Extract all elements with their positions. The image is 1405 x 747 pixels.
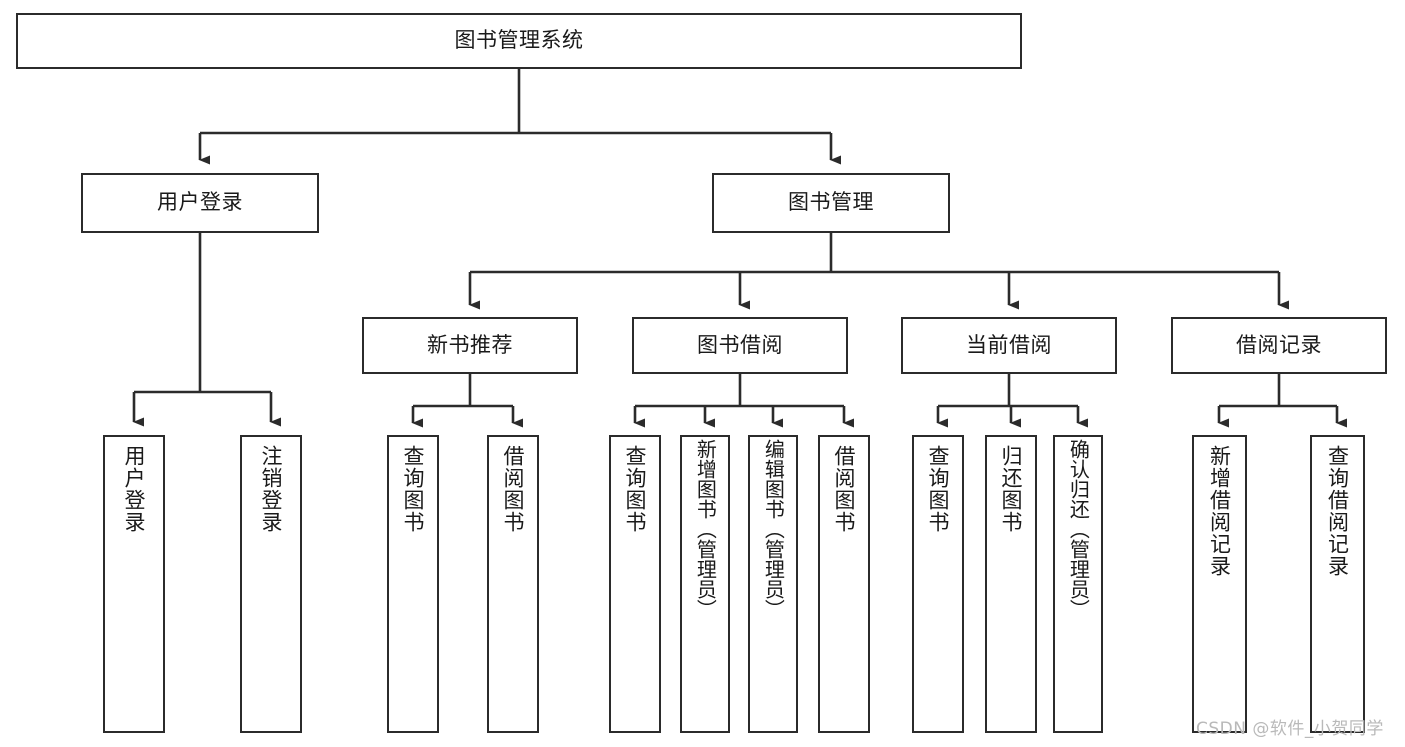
node-user-login[interactable]: 用户登录	[81, 173, 319, 233]
node-leaf-borrow-book-2-label: 借阅图书	[832, 445, 857, 533]
node-leaf-query-record-label: 查询借阅记录	[1325, 445, 1350, 577]
node-leaf-add-book[interactable]: 新增图书（管理员）	[680, 435, 730, 733]
node-leaf-add-book-label: 新增图书（管理员）	[693, 439, 718, 619]
node-leaf-edit-book-label: 编辑图书（管理员）	[761, 439, 786, 619]
node-leaf-query-book-2-label: 查询图书	[623, 445, 648, 533]
node-leaf-query-book-2[interactable]: 查询图书	[609, 435, 661, 733]
node-leaf-add-record[interactable]: 新增借阅记录	[1192, 435, 1247, 733]
edges-userlogin-to-leaves	[132, 233, 281, 427]
node-leaf-user-login-label: 用户登录	[122, 445, 147, 533]
edges-borrowrecord-to-leaves	[1217, 374, 1347, 428]
node-book-manage-label: 图书管理	[788, 190, 874, 215]
node-root-label: 图书管理系统	[454, 28, 584, 53]
node-leaf-query-book-1-label: 查询图书	[401, 445, 426, 533]
node-user-login-label: 用户登录	[157, 190, 243, 215]
node-book-manage[interactable]: 图书管理	[712, 173, 950, 233]
node-leaf-user-login[interactable]: 用户登录	[103, 435, 165, 733]
node-current-borrow-label: 当前借阅	[966, 332, 1052, 357]
node-leaf-borrow-book-2[interactable]: 借阅图书	[818, 435, 870, 733]
node-root[interactable]: 图书管理系统	[16, 13, 1022, 69]
edges-newbook-to-leaves	[411, 374, 523, 428]
node-leaf-query-book-3[interactable]: 查询图书	[912, 435, 964, 733]
node-leaf-edit-book[interactable]: 编辑图书（管理员）	[748, 435, 798, 733]
csdn-watermark: CSDN @软件_小贺同学	[1196, 719, 1384, 739]
node-current-borrow[interactable]: 当前借阅	[901, 317, 1117, 374]
node-leaf-borrow-book-1[interactable]: 借阅图书	[487, 435, 539, 733]
node-leaf-logout-label: 注销登录	[259, 445, 284, 533]
node-new-book-rec[interactable]: 新书推荐	[362, 317, 578, 374]
node-book-borrow-label: 图书借阅	[697, 332, 783, 357]
edges-bookmanage-to-level3	[468, 233, 1289, 310]
node-leaf-confirm-return-label: 确认归还（管理员）	[1066, 439, 1091, 619]
edges-bookborrow-to-leaves	[633, 374, 854, 428]
node-leaf-add-record-label: 新增借阅记录	[1207, 445, 1232, 577]
node-book-borrow[interactable]: 图书借阅	[632, 317, 848, 374]
node-leaf-return-book-label: 归还图书	[999, 445, 1024, 533]
node-leaf-query-book-3-label: 查询图书	[926, 445, 951, 533]
node-leaf-query-book-1[interactable]: 查询图书	[387, 435, 439, 733]
node-leaf-return-book[interactable]: 归还图书	[985, 435, 1037, 733]
node-leaf-logout[interactable]: 注销登录	[240, 435, 302, 733]
node-leaf-confirm-return[interactable]: 确认归还（管理员）	[1053, 435, 1103, 733]
node-borrow-record[interactable]: 借阅记录	[1171, 317, 1387, 374]
edges-currentborrow-to-leaves	[936, 374, 1088, 428]
node-leaf-query-record[interactable]: 查询借阅记录	[1310, 435, 1365, 733]
node-new-book-rec-label: 新书推荐	[427, 332, 513, 357]
node-borrow-record-label: 借阅记录	[1236, 332, 1322, 357]
edges-root-to-level2	[198, 69, 841, 165]
node-leaf-borrow-book-1-label: 借阅图书	[501, 445, 526, 533]
